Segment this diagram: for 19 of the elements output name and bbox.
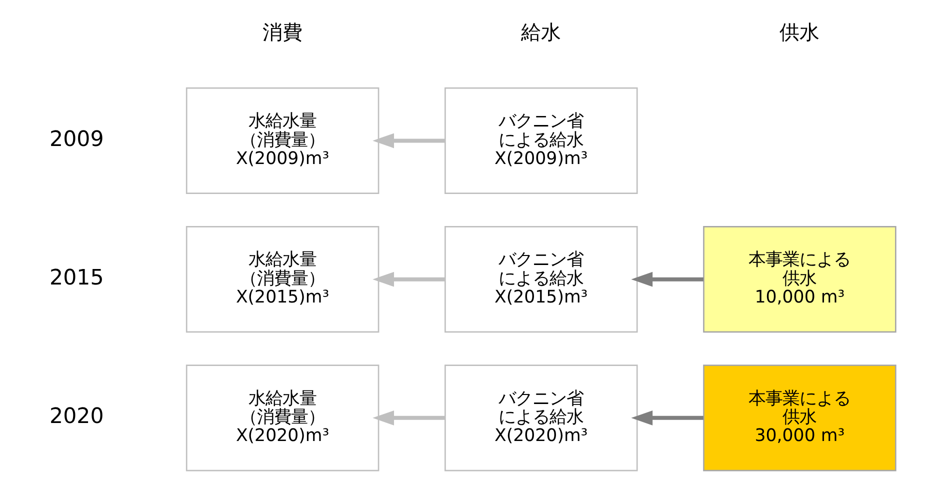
- arrow: [372, 133, 445, 148]
- label: 供水: [780, 20, 820, 44]
- label: 給水: [521, 20, 562, 44]
- node-box: バクニン省 による給水 X(2020)m³: [444, 364, 638, 472]
- arrow: [631, 410, 704, 426]
- node-box: バクニン省 による給水 X(2009)m³: [444, 87, 638, 194]
- label: 2015: [50, 265, 104, 290]
- node-box: 水給水量 （消費量） X(2015)m³: [186, 226, 380, 333]
- label: 2009: [50, 126, 104, 152]
- node-box: 本事業による 供水 10,000 m³: [703, 226, 896, 333]
- node-box: 水給水量 （消費量） X(2020)m³: [186, 364, 380, 472]
- arrow: [372, 410, 445, 426]
- node-box: 本事業による 供水 30,000 m³: [703, 364, 896, 472]
- label: 2020: [50, 404, 104, 429]
- node-box: 水給水量 （消費量） X(2009)m³: [186, 87, 380, 194]
- label: 消費: [262, 20, 303, 44]
- arrow: [631, 272, 704, 287]
- node-box: バクニン省 による給水 X(2015)m³: [444, 226, 638, 333]
- arrow: [372, 272, 445, 287]
